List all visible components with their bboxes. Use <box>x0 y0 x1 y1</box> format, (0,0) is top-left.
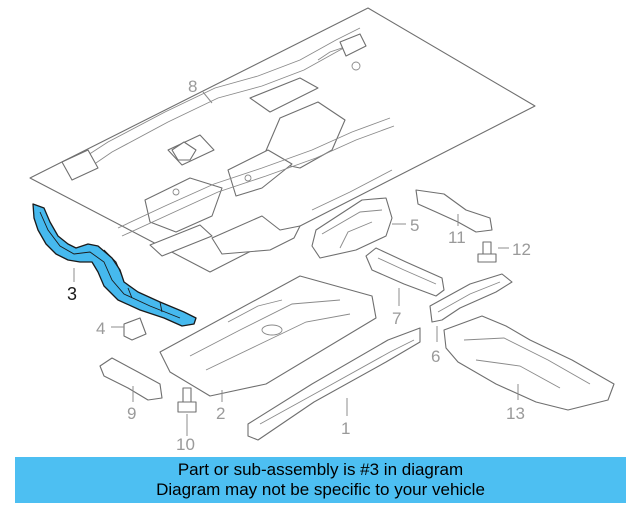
parts-diagram: 8 3 5 11 12 4 7 6 13 9 2 10 1 <box>29 7 615 454</box>
banner-line-2: Diagram may not be specific to your vehi… <box>156 480 485 499</box>
leader-lines <box>73 91 519 436</box>
part-6-side-member <box>429 273 513 323</box>
part-10-bolt <box>177 387 197 413</box>
part-8-floor-pan <box>29 7 536 273</box>
callout-4: 4 <box>96 319 105 338</box>
callout-8: 8 <box>188 77 197 96</box>
callout-labels: 8 3 5 11 12 4 7 6 13 9 2 10 1 <box>67 77 531 454</box>
callout-7: 7 <box>392 309 401 328</box>
part-7-crossmember <box>365 247 445 297</box>
callout-2: 2 <box>216 404 225 423</box>
callout-11: 11 <box>448 228 466 247</box>
part-9-plate <box>99 357 163 401</box>
callout-12: 12 <box>512 240 531 259</box>
part-13-rear-floor-panel <box>443 315 615 411</box>
callout-10: 10 <box>176 435 195 454</box>
banner-line-1: Part or sub-assembly is #3 in diagram <box>177 460 464 479</box>
callout-5: 5 <box>410 216 419 235</box>
part-12-bolt <box>477 241 497 263</box>
callout-3: 3 <box>67 284 77 304</box>
callout-1: 1 <box>341 419 350 438</box>
part-4-small-bracket <box>123 317 147 341</box>
part-3-floor-rail-highlighted <box>32 203 197 327</box>
part-2-front-floor-panel <box>159 275 377 397</box>
part-11-gusset <box>415 189 493 233</box>
part-5-bracket <box>311 197 393 259</box>
part-1-sill <box>247 327 421 441</box>
info-banner: Part or sub-assembly is #3 in diagram Di… <box>15 457 626 503</box>
callout-9: 9 <box>127 404 136 423</box>
callout-6: 6 <box>431 347 440 366</box>
callout-13: 13 <box>506 404 525 423</box>
